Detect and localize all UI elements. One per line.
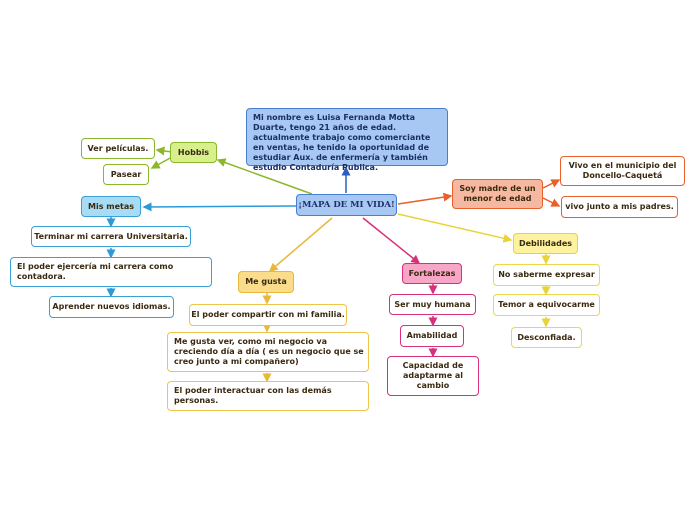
gusta-item-familia[interactable]: El poder compartir con mi familia. bbox=[189, 304, 347, 326]
connector-madre-item2 bbox=[542, 197, 561, 207]
connector-root-gusta bbox=[268, 217, 333, 272]
root-node[interactable]: ¡MAPA DE MI VIDA! bbox=[296, 194, 397, 216]
debilidades-item-expresar[interactable]: No saberme expresar bbox=[493, 264, 600, 286]
metas-item-contadora[interactable]: El poder ejercería mi carrera como conta… bbox=[10, 257, 212, 287]
fortalezas-item-humana[interactable]: Ser muy humana bbox=[389, 294, 476, 315]
madre-item-padres[interactable]: vivo junto a mis padres. bbox=[561, 196, 678, 218]
debilidades-item-temor[interactable]: Temor a equivocarme bbox=[493, 294, 600, 316]
connector-hobbies-item1 bbox=[155, 146, 173, 156]
connector-root-fortalezas bbox=[362, 217, 421, 264]
connector-root-metas bbox=[142, 202, 297, 212]
hobbies-item-walk[interactable]: Pasear bbox=[103, 164, 149, 185]
connector-root-madre bbox=[397, 192, 453, 205]
metas-item-idiomas[interactable]: Aprender nuevos idiomas. bbox=[49, 296, 174, 318]
madre-node[interactable]: Soy madre de un menor de edad bbox=[452, 179, 543, 209]
gusta-node[interactable]: Me gusta bbox=[238, 271, 294, 293]
connector-madre-item1 bbox=[542, 179, 561, 189]
fortalezas-item-amabilidad[interactable]: Amabilidad bbox=[400, 325, 464, 347]
metas-item-carrera[interactable]: Terminar mi carrera Universitaria. bbox=[31, 226, 191, 247]
connector-root-debilidades bbox=[397, 213, 513, 243]
fortalezas-item-adaptarme[interactable]: Capacidad de adaptarme al cambio bbox=[387, 356, 479, 396]
debilidades-item-desconfiada[interactable]: Desconfiada. bbox=[511, 327, 582, 348]
connector-root-hobbies bbox=[216, 158, 313, 195]
madre-item-municipio[interactable]: Vivo en el municipio del Doncello-Caquet… bbox=[560, 156, 685, 186]
intro-node[interactable]: Mi nombre es Luisa Fernanda Motta Duarte… bbox=[246, 108, 448, 172]
fortalezas-node[interactable]: Fortalezas bbox=[402, 263, 462, 284]
hobbies-item-movies[interactable]: Ver películas. bbox=[81, 138, 155, 159]
gusta-item-negocio[interactable]: Me gusta ver, como mi negocio va crecien… bbox=[167, 332, 369, 372]
metas-node[interactable]: Mis metas bbox=[81, 196, 141, 217]
gusta-item-interactuar[interactable]: El poder interactuar con las demás perso… bbox=[167, 381, 369, 411]
connector-hobbies-item2 bbox=[150, 156, 173, 169]
debilidades-node[interactable]: Debilidades bbox=[513, 233, 578, 254]
hobbies-node[interactable]: Hobbis bbox=[170, 142, 217, 163]
